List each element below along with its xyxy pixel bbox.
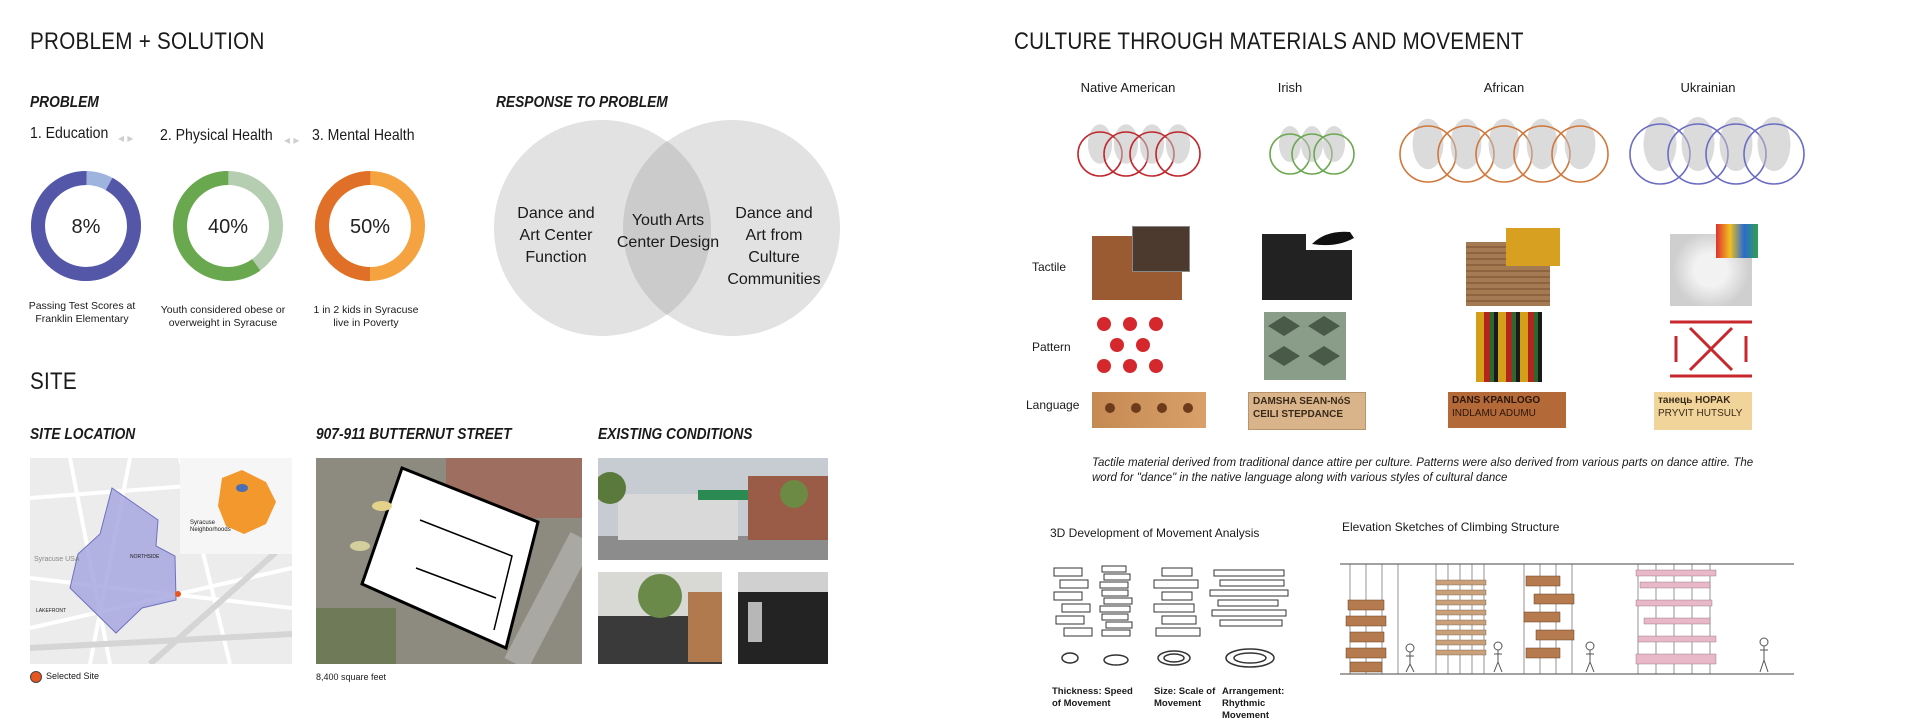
culture-name-ukrainian: Ukrainian — [1680, 80, 1736, 95]
tactile-photo-ukrainian — [1716, 224, 1758, 258]
venn-center-label: Youth Arts Center Design — [616, 212, 720, 251]
movement-ring — [1743, 123, 1805, 185]
language-ukrainian-line2: PRYVIT HUTSULY — [1658, 408, 1743, 419]
problem-label-mental: 3. Mental Health — [312, 127, 415, 144]
tactile-photo-irish-shoe — [1306, 224, 1358, 250]
site-location-heading: SITE LOCATION — [30, 426, 136, 443]
existing-photo-lot — [598, 572, 722, 664]
dancer-silhouette — [1450, 118, 1482, 170]
map-label-lakefront: LAKEFRONT — [36, 608, 67, 614]
dancer-silhouette — [1165, 124, 1191, 164]
dancer-silhouette — [1488, 118, 1520, 170]
dancer-silhouette — [1526, 118, 1558, 170]
dancer-silhouette — [1323, 126, 1345, 162]
existing-photo-storefront — [598, 458, 828, 560]
materials-caption: Tactile material derived from traditiona… — [1092, 457, 1754, 484]
selected-site-legend: Selected Site — [46, 671, 100, 681]
venn-left-label: Dance and Art Center Function — [517, 205, 595, 266]
donut-value-label: 50% — [350, 216, 390, 238]
site-location-map: Syracuse Neighborhoods NORTHSIDE LAKEFRO… — [30, 458, 292, 664]
dancer-silhouette — [1643, 117, 1677, 171]
caption-education: Passing Test Scores at Franklin Elementa… — [28, 300, 136, 325]
map-label-syracuse: Syracuse USA — [34, 556, 80, 563]
movement-label-size: Size: Scale of Movement — [1154, 686, 1216, 709]
donut-arc — [31, 171, 141, 281]
dancer-silhouette — [1113, 124, 1139, 164]
language-african: DANS KPANLOGO INDLAMU ADUMU — [1448, 392, 1566, 428]
problem-label-education: 1. Education — [30, 125, 109, 142]
pattern-native-american — [1092, 312, 1168, 378]
tactile-photo-moccasin — [1132, 226, 1190, 272]
donut-value-label: 40% — [208, 216, 248, 238]
street-aerial-image — [316, 458, 582, 664]
arrow-icon: ◂ ▸ — [284, 133, 300, 147]
culture-heading: CULTURE THROUGH MATERIALS AND MOVEMENT — [1014, 28, 1524, 55]
venn-right-label: Dance and Art from Culture Communities — [727, 205, 821, 288]
movement-ring — [1551, 125, 1609, 183]
problem-heading: PROBLEM — [30, 94, 99, 111]
language-native-american — [1092, 392, 1206, 428]
tactile-photo-african — [1506, 228, 1560, 266]
language-ukrainian: танець HOPAK PRYVIT HUTSULY — [1654, 392, 1752, 430]
dancer-silhouette — [1087, 124, 1113, 164]
caption-physical: Youth considered obese or overweight in … — [160, 304, 286, 329]
row-label-pattern: Pattern — [1032, 340, 1071, 354]
dancer-silhouette — [1719, 117, 1753, 171]
movement-analysis-sketch — [1053, 565, 1289, 668]
culture-name-native-american: Native American — [1080, 80, 1176, 95]
dancer-silhouette — [1681, 117, 1715, 171]
donut-value-label: 8% — [72, 216, 101, 238]
language-irish-line1: DAMSHA SEAN-NóS — [1253, 396, 1351, 407]
language-irish: DAMSHA SEAN-NóS CEILI STEPDANCE — [1248, 392, 1366, 430]
problem-label-physical: 2. Physical Health — [160, 127, 273, 144]
problem-solution-heading: PROBLEM + SOLUTION — [30, 28, 265, 55]
existing-photo-fence — [738, 572, 828, 664]
pattern-ukrainian — [1670, 316, 1752, 382]
language-irish-line2: CEILI STEPDANCE — [1253, 409, 1344, 420]
culture-name-african: African — [1483, 80, 1525, 95]
movement-label-thickness: Thickness: Speed of Movement — [1052, 686, 1133, 709]
pattern-african — [1476, 312, 1542, 382]
dancer-silhouette — [1139, 124, 1165, 164]
street-area-caption: 8,400 square feet — [316, 672, 387, 682]
donut-arc — [173, 171, 283, 281]
row-label-tactile: Tactile — [1032, 260, 1067, 274]
dancer-silhouette — [1412, 118, 1444, 170]
existing-conditions-heading: EXISTING CONDITIONS — [598, 426, 753, 443]
donut-charts: 8% 40% 50% — [31, 171, 425, 281]
venn-diagram — [494, 120, 840, 336]
movement-rings — [1077, 117, 1805, 185]
caption-mental: 1 in 2 kids in Syracuse live in Poverty — [313, 304, 419, 329]
selected-site-marker-icon — [30, 671, 42, 683]
language-african-line1: DANS KPANLOGO — [1452, 395, 1541, 406]
arrow-icon: ◂ ▸ — [118, 131, 134, 145]
movement-ring — [1155, 131, 1201, 177]
donut-arc — [315, 171, 425, 281]
map-label-northside: NORTHSIDE — [130, 554, 160, 560]
culture-name-irish: Irish — [1277, 80, 1303, 95]
elevation-sketches — [1340, 563, 1794, 675]
elevation-heading: Elevation Sketches of Climbing Structure — [1342, 520, 1560, 534]
dancer-silhouette — [1757, 117, 1791, 171]
pattern-irish — [1264, 312, 1346, 380]
language-african-line2: INDLAMU ADUMU — [1452, 408, 1536, 419]
language-ukrainian-line1: танець HOPAK — [1658, 395, 1731, 406]
movement-analysis-heading: 3D Development of Movement Analysis — [1050, 526, 1260, 540]
response-heading: RESPONSE TO PROBLEM — [496, 94, 668, 111]
map-label-neighborhoods: Syracuse Neighborhoods — [190, 520, 231, 533]
dancer-silhouette — [1279, 126, 1301, 162]
row-label-language: Language — [1026, 398, 1080, 412]
dancer-silhouette — [1301, 126, 1323, 162]
movement-ring — [1313, 133, 1355, 175]
site-heading: SITE — [30, 368, 77, 395]
movement-label-arrangement: Arrangement: Rhythmic Movement — [1222, 686, 1285, 721]
dancer-silhouette — [1564, 118, 1596, 170]
street-heading: 907-911 BUTTERNUT STREET — [316, 426, 512, 443]
